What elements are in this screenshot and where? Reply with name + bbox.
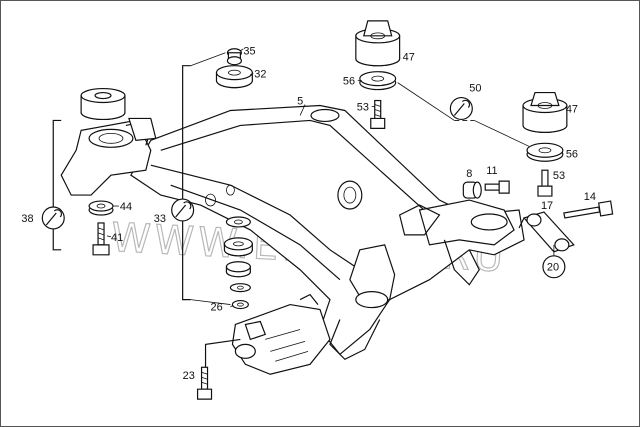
callout-47-upper: 47 <box>403 52 415 64</box>
long-bolt <box>563 200 614 219</box>
right-lower-rubber-mount <box>522 91 568 133</box>
callout-47-lower: 47 <box>566 103 578 115</box>
leader-lines <box>52 48 555 368</box>
left-rubber-mount <box>80 87 126 121</box>
callout-5: 5 <box>297 96 303 108</box>
callout-38: 38 <box>21 213 33 225</box>
callout-50: 50 <box>469 83 481 95</box>
right-lower-bolt <box>537 169 553 197</box>
callout-17: 17 <box>541 200 553 212</box>
subframe-crossmember <box>130 104 525 361</box>
right-upper-washer <box>359 71 397 91</box>
callout-41: 41 <box>111 232 123 244</box>
right-lower-washer <box>526 142 564 162</box>
small-bolt <box>484 180 510 194</box>
callout-53-lower: 53 <box>553 170 565 182</box>
differential-housing <box>231 293 331 375</box>
assembly-circle <box>542 255 566 279</box>
callout-56-upper: 56 <box>343 76 355 88</box>
wrench-icon <box>41 206 65 230</box>
callout-14: 14 <box>584 191 596 203</box>
callout-11: 11 <box>486 165 497 177</box>
wrench-icon <box>171 198 195 222</box>
bushing <box>462 181 482 199</box>
right-upper-rubber-mount <box>355 20 401 67</box>
left-bolt <box>92 222 110 256</box>
callout-35: 35 <box>243 46 255 58</box>
right-upper-bolt <box>370 99 386 129</box>
callout-53-upper: 53 <box>357 101 369 113</box>
callout-23: 23 <box>183 370 195 382</box>
left-washer-stack <box>88 200 114 216</box>
callout-44: 44 <box>120 201 132 213</box>
callout-8: 8 <box>466 168 472 180</box>
differential-bolt <box>196 366 213 400</box>
link-bracket <box>522 211 575 253</box>
callout-56-lower: 56 <box>566 148 578 160</box>
left-arm-mount <box>60 117 157 196</box>
center-left-bottom-stack <box>223 216 253 310</box>
callout-26: 26 <box>211 302 223 314</box>
wrench-icon <box>449 96 473 121</box>
callout-33: 33 <box>154 213 166 225</box>
center-left-top-mount <box>215 48 253 89</box>
callout-20: 20 <box>547 262 559 274</box>
callout-32: 32 <box>254 69 266 81</box>
